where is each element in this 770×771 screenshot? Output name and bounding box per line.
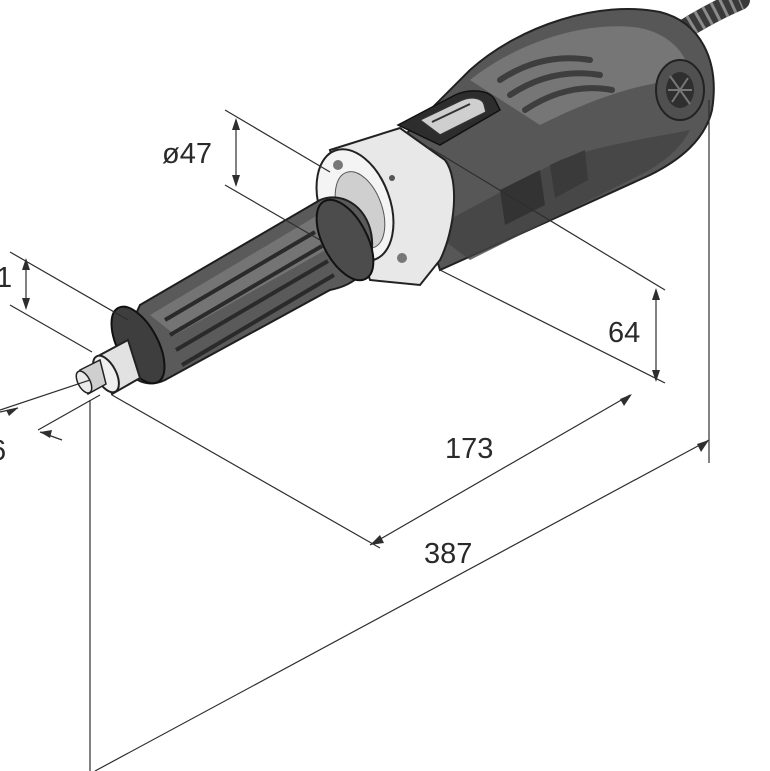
partial-left-top-label: 1 — [0, 262, 12, 294]
diameter-label: ø47 — [162, 138, 212, 170]
collet-and-spindle — [75, 338, 142, 396]
dimension-lines — [0, 100, 710, 771]
slide-switch — [396, 90, 501, 146]
grip-length-label: 173 — [445, 433, 493, 465]
neck-height-label: 64 — [608, 317, 640, 349]
ribbed-grip — [110, 196, 375, 385]
dimension-labels: ø47 64 173 387 1 6 — [0, 138, 640, 570]
motor-housing — [398, 8, 715, 272]
straight-grinder-illustration — [75, 0, 750, 396]
overall-length-label: 387 — [424, 538, 472, 570]
rear-vent-cap — [655, 59, 705, 121]
partial-left-bottom-label: 6 — [0, 435, 6, 467]
